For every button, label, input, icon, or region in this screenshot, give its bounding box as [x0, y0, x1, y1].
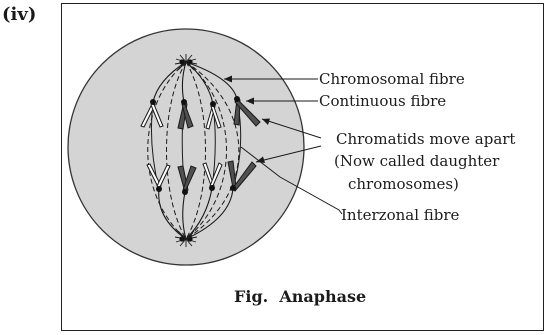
figure-caption: Fig. Anaphase — [234, 287, 366, 306]
chromatid-lower-3 — [202, 162, 223, 189]
label-chromatids-line3: chromosomes) — [348, 175, 459, 193]
chromatid-lower-2 — [177, 165, 197, 193]
label-chromatids-line2: (Now called daughter — [334, 152, 500, 170]
panel-label: (iv) — [2, 4, 37, 25]
leader-arrowheads — [224, 75, 270, 163]
leader-chromatids-upper — [261, 118, 322, 139]
chromatid-upper-2 — [177, 101, 194, 130]
label-chromatids-line1: Chromatids move apart — [336, 130, 515, 148]
lower-centromeres — [156, 185, 236, 195]
chromosomal-fibres — [152, 61, 238, 240]
cell-body — [67, 28, 305, 266]
continuous-fibres — [147, 61, 240, 240]
label-interzonal-fibre: Interzonal fibre — [341, 206, 460, 224]
chromatid-upper-4 — [233, 98, 261, 127]
upper-centromeres — [150, 96, 240, 107]
leader-chromatids-lower — [255, 145, 322, 163]
label-chromosomal-fibre: Chromosomal fibre — [319, 70, 465, 88]
label-continuous-fibre: Continuous fibre — [319, 92, 446, 110]
